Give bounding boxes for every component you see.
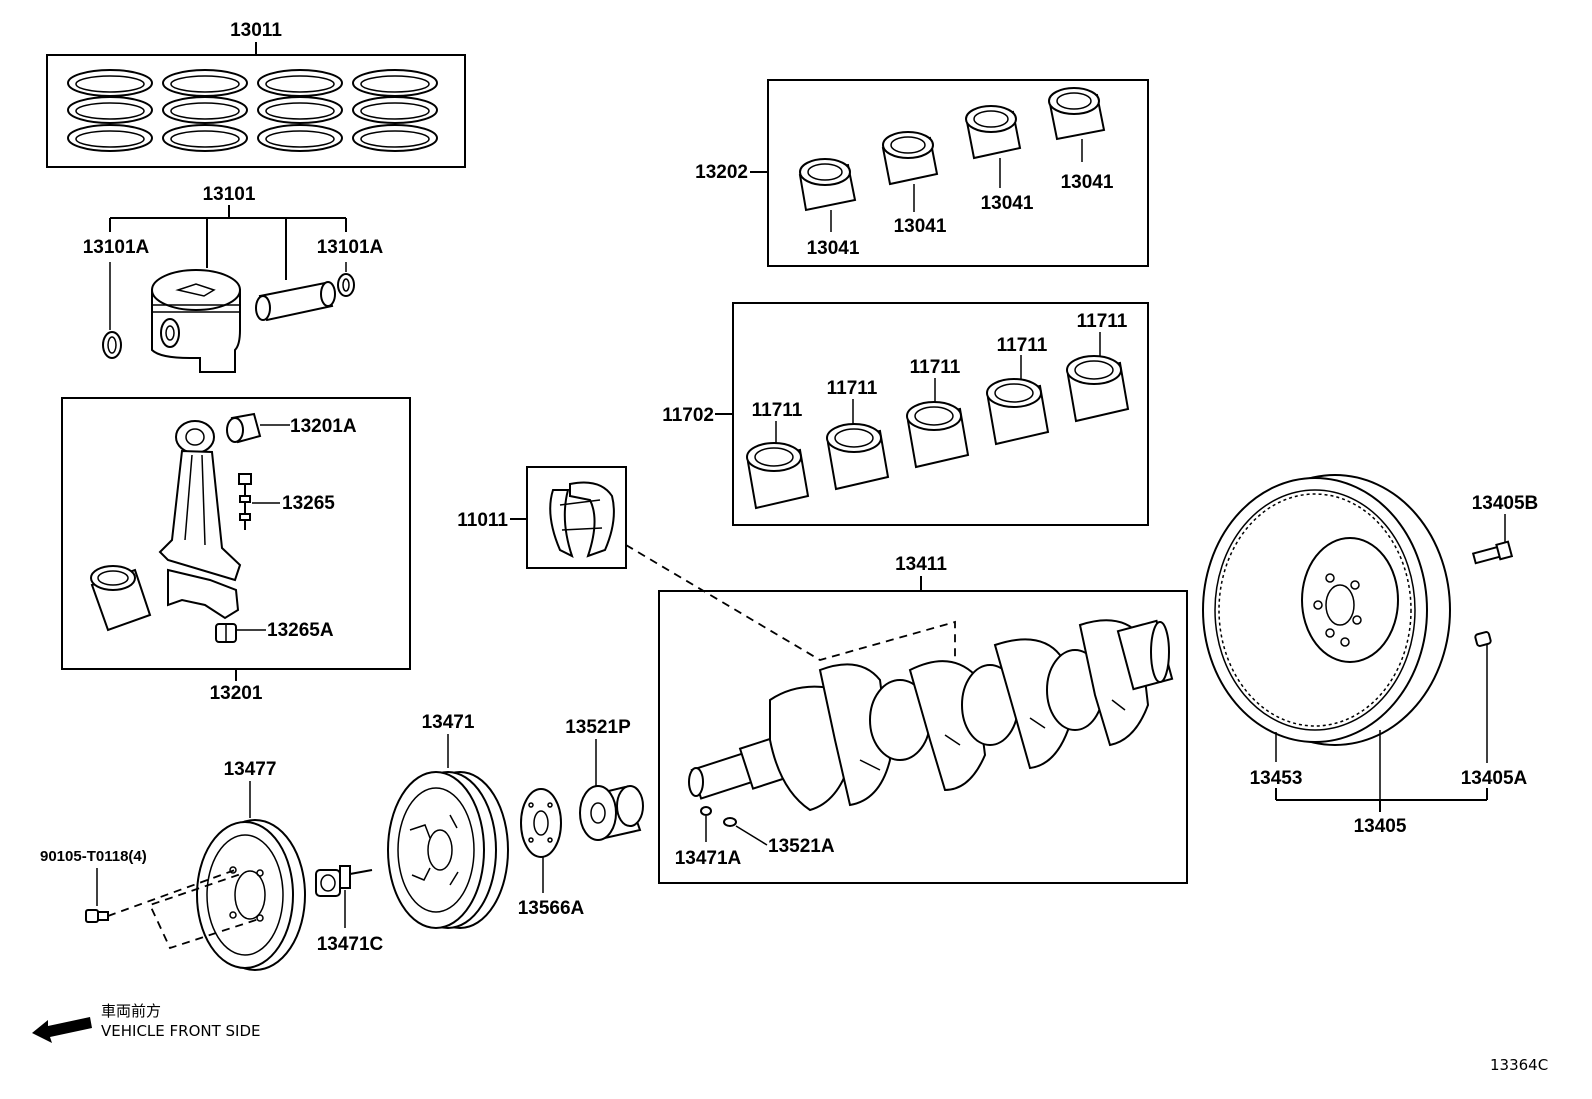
direction-note-en: VEHICLE FRONT SIDE bbox=[101, 1022, 261, 1040]
label-13521P[interactable]: 13521P bbox=[565, 717, 631, 738]
label-11711-b[interactable]: 11711 bbox=[827, 378, 878, 399]
label-13201[interactable]: 13201 bbox=[210, 683, 263, 704]
piston-pin[interactable] bbox=[255, 281, 336, 322]
rod-bearing-shell[interactable] bbox=[90, 565, 152, 632]
label-13265[interactable]: 13265 bbox=[282, 493, 335, 514]
label-13405[interactable]: 13405 bbox=[1354, 816, 1407, 837]
main-bearing-2[interactable] bbox=[826, 423, 890, 491]
label-13041-b[interactable]: 13041 bbox=[894, 216, 947, 237]
label-13405A[interactable]: 13405A bbox=[1461, 768, 1528, 789]
label-13471[interactable]: 13471 bbox=[422, 712, 475, 733]
label-13471C[interactable]: 13471C bbox=[317, 934, 384, 955]
ring-stack-1 bbox=[67, 69, 153, 152]
ring-stack-2 bbox=[162, 69, 248, 152]
label-13265A[interactable]: 13265A bbox=[267, 620, 334, 641]
flywheel[interactable] bbox=[1202, 474, 1451, 746]
connecting-rod[interactable] bbox=[158, 420, 242, 620]
label-13566A[interactable]: 13566A bbox=[518, 898, 585, 919]
pulley-bolt[interactable] bbox=[85, 909, 109, 923]
label-13411[interactable]: 13411 bbox=[895, 554, 947, 575]
snap-ring-right[interactable] bbox=[337, 273, 355, 297]
label-90105[interactable]: 90105-T0118(4) bbox=[40, 848, 147, 865]
rod-bearing-1[interactable] bbox=[798, 158, 857, 212]
label-13041-d[interactable]: 13041 bbox=[1061, 172, 1114, 193]
label-13471A[interactable]: 13471A bbox=[675, 848, 742, 869]
label-13201A[interactable]: 13201A bbox=[290, 416, 357, 437]
label-13202[interactable]: 13202 bbox=[695, 162, 748, 183]
label-11702[interactable]: 11702 bbox=[662, 405, 714, 426]
thrust-washer-box bbox=[526, 466, 627, 569]
damper-bolt[interactable] bbox=[315, 865, 373, 897]
main-bearing-3[interactable] bbox=[906, 401, 970, 469]
crankshaft[interactable] bbox=[688, 619, 1174, 812]
thrust-washer[interactable] bbox=[549, 481, 615, 558]
rod-bolt[interactable] bbox=[238, 473, 252, 530]
piston[interactable] bbox=[151, 269, 241, 373]
label-13101A-left[interactable]: 13101A bbox=[83, 237, 150, 258]
label-13405B[interactable]: 13405B bbox=[1472, 493, 1539, 514]
thrust-washer-leader bbox=[625, 544, 956, 668]
flywheel-bolt[interactable] bbox=[1471, 540, 1514, 565]
front-direction-arrow-icon bbox=[32, 1017, 92, 1043]
label-13453[interactable]: 13453 bbox=[1250, 768, 1303, 789]
crank-sprocket[interactable] bbox=[579, 785, 644, 841]
ring-stack-4 bbox=[352, 69, 438, 152]
label-11711-e[interactable]: 11711 bbox=[1077, 311, 1128, 332]
piston-leaders bbox=[109, 205, 347, 330]
rod-bearing-4[interactable] bbox=[1048, 87, 1106, 141]
label-11711-c[interactable]: 11711 bbox=[910, 357, 961, 378]
crank-key-13521A[interactable] bbox=[723, 817, 737, 827]
main-bearing-4[interactable] bbox=[986, 378, 1050, 446]
label-11711-d[interactable]: 11711 bbox=[997, 335, 1048, 356]
label-13041-a[interactable]: 13041 bbox=[807, 238, 860, 259]
small-end-bushing[interactable] bbox=[226, 412, 262, 444]
label-13041-c[interactable]: 13041 bbox=[981, 193, 1034, 214]
flywheel-bracket bbox=[1275, 788, 1488, 812]
rod-nut[interactable] bbox=[215, 623, 237, 643]
label-13101A-right[interactable]: 13101A bbox=[317, 237, 384, 258]
main-bearing-1[interactable] bbox=[746, 442, 810, 510]
crank-key-13471A[interactable] bbox=[700, 806, 712, 816]
crank-pulley-plate[interactable] bbox=[196, 819, 306, 971]
snap-ring-left[interactable] bbox=[102, 331, 122, 359]
label-11011[interactable]: 11011 bbox=[457, 510, 508, 531]
main-bearing-5[interactable] bbox=[1066, 355, 1130, 423]
dowel-pin[interactable] bbox=[1474, 631, 1492, 647]
direction-note-jp: 車両前方 bbox=[101, 1002, 161, 1020]
crankshaft-box bbox=[658, 590, 1188, 884]
label-13521A[interactable]: 13521A bbox=[768, 836, 835, 857]
label-13101[interactable]: 13101 bbox=[203, 184, 256, 205]
figure-code: 13364C bbox=[1490, 1056, 1548, 1074]
damper-pulley[interactable] bbox=[387, 771, 509, 929]
rod-bearing-2[interactable] bbox=[881, 131, 939, 186]
pulley-bolt-leader bbox=[107, 868, 263, 950]
piston-ring-set[interactable] bbox=[46, 42, 466, 168]
label-13011[interactable]: 13011 bbox=[230, 20, 282, 41]
label-11711-a[interactable]: 11711 bbox=[752, 400, 803, 421]
ring-stack-3 bbox=[257, 69, 343, 152]
label-13477[interactable]: 13477 bbox=[224, 759, 277, 780]
rod-bearing-3[interactable] bbox=[965, 105, 1022, 160]
crank-washer[interactable] bbox=[520, 788, 562, 858]
